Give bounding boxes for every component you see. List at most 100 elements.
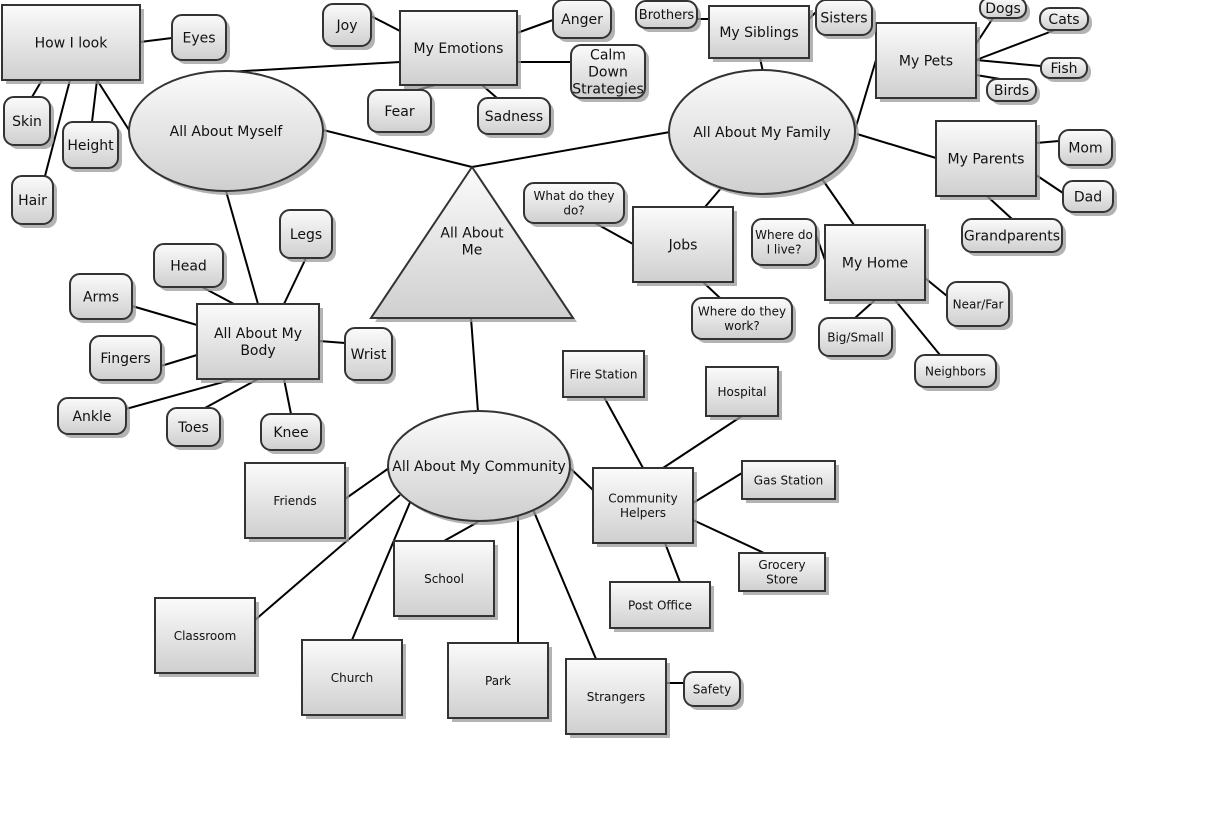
node-fear[interactable]: Fear xyxy=(367,89,435,136)
node-label: My Siblings xyxy=(719,25,798,41)
node-label: Fire Station xyxy=(570,367,638,381)
node-park[interactable]: Park xyxy=(447,642,552,722)
node-community[interactable]: All About My Community xyxy=(387,410,574,525)
node-grandparents[interactable]: Grandparents xyxy=(961,218,1066,256)
node-birds[interactable]: Birds xyxy=(986,78,1040,105)
node-dogs[interactable]: Dogs xyxy=(979,0,1030,22)
node-fingers[interactable]: Fingers xyxy=(89,335,165,384)
node-label: How I look xyxy=(35,36,109,52)
node-label: Toes xyxy=(177,420,209,436)
node-arms[interactable]: Arms xyxy=(69,273,136,323)
connector-line xyxy=(160,354,198,367)
connector-line xyxy=(664,542,681,583)
node-shape xyxy=(668,69,856,195)
connector-line xyxy=(96,79,130,131)
node-nearfar[interactable]: Near/Far xyxy=(946,281,1013,330)
node-eyes[interactable]: Eyes xyxy=(171,14,230,64)
node-sadness[interactable]: Sadness xyxy=(477,97,554,138)
node-wrist[interactable]: Wrist xyxy=(344,327,396,384)
node-firestation[interactable]: Fire Station xyxy=(562,350,648,401)
node-jobs[interactable]: Jobs xyxy=(632,206,737,286)
node-legs[interactable]: Legs xyxy=(279,209,336,262)
node-label-line: School xyxy=(424,572,464,586)
connector-line xyxy=(226,61,401,73)
node-label: All About My Family xyxy=(693,125,831,141)
node-label: Sadness xyxy=(485,109,543,125)
node-label: Joy xyxy=(336,18,358,34)
node-label: All About Myself xyxy=(170,124,284,140)
connector-line xyxy=(894,299,941,356)
node-label-line: Height xyxy=(67,138,114,154)
node-label-line: Arms xyxy=(83,290,119,306)
node-label: Dogs xyxy=(985,1,1021,17)
node-hospital[interactable]: Hospital xyxy=(705,366,782,420)
node-label-line: Knee xyxy=(273,425,308,441)
node-postoffice[interactable]: Post Office xyxy=(609,581,714,632)
node-emotions[interactable]: My Emotions xyxy=(399,10,521,89)
node-shape xyxy=(815,0,873,36)
connector-line xyxy=(854,59,877,131)
node-label-line: Body xyxy=(240,343,275,359)
node-label: Near/Far xyxy=(953,297,1004,311)
node-sisters[interactable]: Sisters xyxy=(815,0,876,39)
node-gas[interactable]: Gas Station xyxy=(741,460,839,503)
node-label: Big/Small xyxy=(827,330,884,344)
node-label-line: Calm xyxy=(590,48,626,64)
node-school[interactable]: School xyxy=(393,540,498,620)
node-neighbors[interactable]: Neighbors xyxy=(914,354,1000,391)
connector-line xyxy=(662,415,743,469)
node-label: Knee xyxy=(273,425,308,441)
node-mom[interactable]: Mom xyxy=(1058,129,1116,169)
node-label: Fear xyxy=(384,104,414,120)
node-safety[interactable]: Safety xyxy=(683,671,744,710)
node-label-line: Where do they xyxy=(698,305,786,319)
connector-line xyxy=(370,15,401,32)
node-family[interactable]: All About My Family xyxy=(668,69,859,198)
node-dad[interactable]: Dad xyxy=(1062,180,1117,216)
node-bigsmall[interactable]: Big/Small xyxy=(818,317,896,360)
node-brothers[interactable]: Brothers xyxy=(635,0,701,32)
node-label: Post Office xyxy=(628,598,692,612)
node-myself[interactable]: All About Myself xyxy=(128,70,327,195)
connector-line xyxy=(351,499,412,641)
node-shape xyxy=(635,0,698,29)
node-shape xyxy=(632,206,734,283)
node-knee[interactable]: Knee xyxy=(260,413,325,454)
node-anger[interactable]: Anger xyxy=(552,0,615,42)
node-shape xyxy=(11,175,54,225)
node-shape xyxy=(154,597,256,674)
node-label: Skin xyxy=(12,114,42,130)
node-parents[interactable]: My Parents xyxy=(935,120,1040,200)
node-strangers[interactable]: Strangers xyxy=(565,658,670,738)
node-label-line: What do they xyxy=(534,189,615,203)
node-fish[interactable]: Fish xyxy=(1040,57,1091,82)
node-joy[interactable]: Joy xyxy=(322,3,375,50)
node-siblings[interactable]: My Siblings xyxy=(708,5,813,62)
node-classroom[interactable]: Classroom xyxy=(154,597,259,677)
node-head[interactable]: Head xyxy=(153,243,227,291)
node-label-line: do? xyxy=(563,204,584,218)
node-pets[interactable]: My Pets xyxy=(875,22,980,102)
node-label: Grandparents xyxy=(964,229,1060,245)
node-ankle[interactable]: Ankle xyxy=(57,397,130,438)
node-height[interactable]: Height xyxy=(62,121,122,172)
node-toes[interactable]: Toes xyxy=(166,407,224,450)
node-shape xyxy=(301,639,403,716)
node-skin[interactable]: Skin xyxy=(3,96,54,149)
connector-line xyxy=(204,378,259,409)
node-home[interactable]: My Home xyxy=(824,224,929,304)
node-cats[interactable]: Cats xyxy=(1039,7,1092,34)
node-hair[interactable]: Hair xyxy=(11,175,57,228)
node-friends[interactable]: Friends xyxy=(244,462,349,542)
node-church[interactable]: Church xyxy=(301,639,406,719)
node-shape xyxy=(153,243,224,288)
node-howilook[interactable]: How I look xyxy=(1,4,144,84)
